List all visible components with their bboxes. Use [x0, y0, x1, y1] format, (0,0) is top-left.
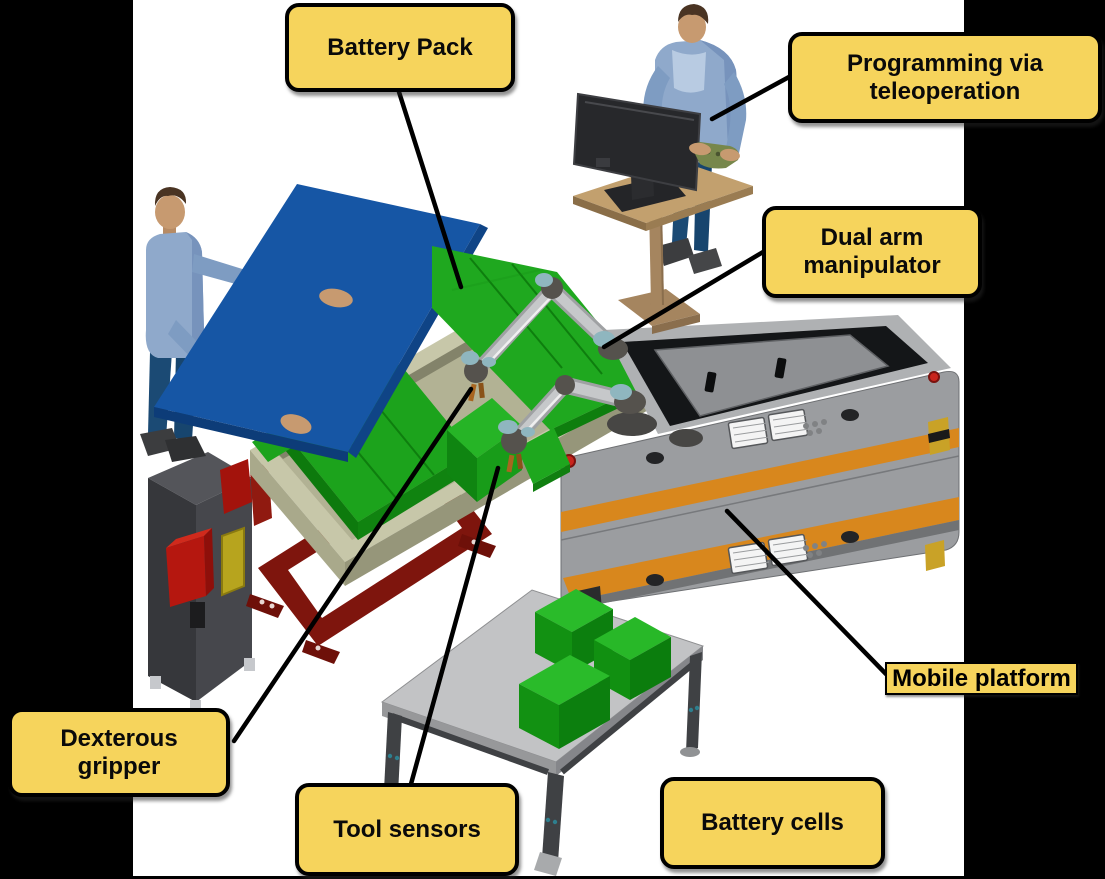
mobile-platform: [560, 315, 960, 616]
leader-programming: [709, 74, 792, 122]
operator-person: [643, 4, 747, 274]
label-tool-sensors-text: Tool sensors: [333, 815, 481, 843]
label-battery-cells-text: Battery cells: [701, 809, 844, 837]
battery-cells-table: [380, 589, 705, 876]
leader-battery-pack: [396, 89, 464, 290]
label-battery-cells: Battery cells: [660, 777, 885, 869]
battery-cell-boxes: [519, 589, 671, 749]
label-dual-arm-manipulator: Dual arm manipulator: [762, 206, 982, 298]
leader-mobile-platform: [724, 508, 889, 677]
label-programming-via-teleoperation: Programming via teleoperation: [788, 32, 1102, 123]
equipment-cabinet: [148, 452, 255, 713]
label-dual-arm-text: Dual arm manipulator: [803, 224, 941, 279]
label-mobile-platform: Mobile platform: [885, 662, 1078, 695]
label-tool-sensors: Tool sensors: [295, 783, 519, 876]
leader-dual-arm: [601, 249, 766, 350]
label-battery-pack-text: Battery Pack: [327, 33, 473, 61]
worker-left-hands: [280, 288, 353, 434]
label-mobile-platform-text: Mobile platform: [892, 664, 1071, 692]
label-programming-text: Programming via teleoperation: [846, 49, 1044, 105]
label-battery-pack: Battery Pack: [285, 3, 515, 92]
leader-tool-sensors: [408, 465, 501, 787]
label-dexterous-gripper-text: Dexterous gripper: [60, 724, 178, 780]
teleoperation-station: [572, 4, 753, 334]
dual-arm-manipulator: [461, 273, 703, 473]
label-dexterous-gripper: Dexterous gripper: [8, 708, 230, 797]
leader-dexterous-gripper: [231, 386, 474, 744]
leader-lines: [231, 74, 889, 787]
